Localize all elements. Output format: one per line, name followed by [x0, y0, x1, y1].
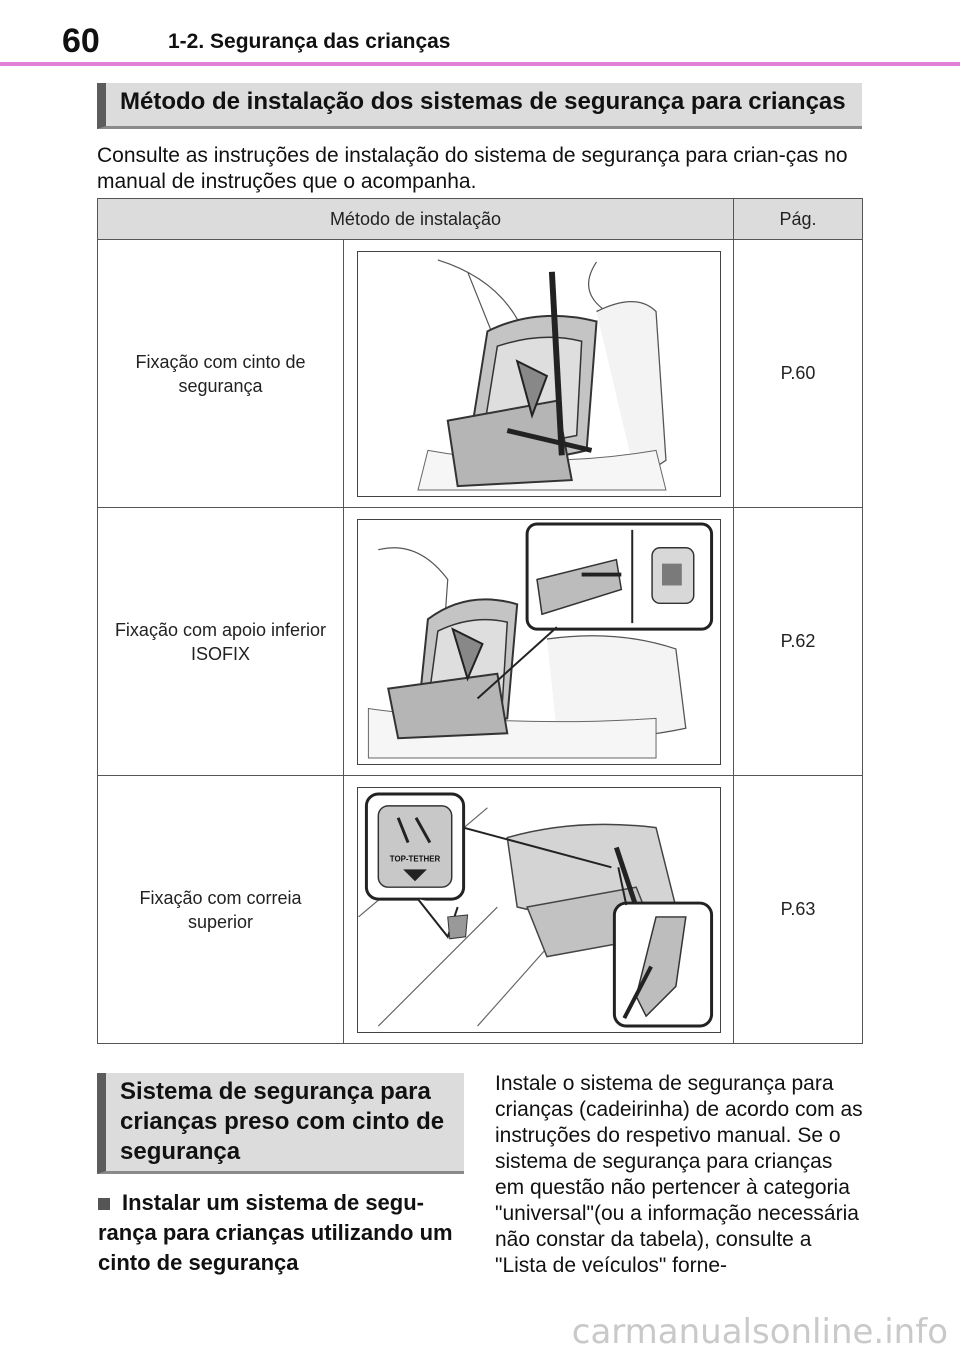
intro-paragraph: Consulte as instruções de instalação do … — [97, 144, 848, 193]
bullet-heading: Instalar um sistema de segu-rança para c… — [98, 1188, 458, 1278]
illustration-cell: TOP-TETHER — [343, 775, 734, 1044]
method-label: Fixação com cinto de segurança — [97, 239, 344, 508]
method-label: Fixação com correia superior — [97, 775, 344, 1044]
method-label: Fixação com apoio inferior ISOFIX — [97, 507, 344, 776]
page-reference: P.62 — [733, 507, 863, 776]
column-header-method: Método de instalação — [97, 198, 734, 240]
bullet-square-icon — [98, 1198, 110, 1211]
page-number: 60 — [62, 22, 100, 60]
table-row: Fixação com cinto de segurança P.60 — [97, 239, 863, 508]
installation-methods-table: Método de instalação Pág. Fixação com ci… — [97, 198, 863, 1044]
watermark: carmanualsonline.info — [571, 1312, 948, 1352]
section-title: 1-2. Segurança das crianças — [168, 30, 451, 53]
illustration-cell — [343, 507, 734, 776]
table-header-row: Método de instalação Pág. — [97, 198, 863, 240]
isofix-install-illustration — [356, 518, 721, 765]
column-header-page: Pág. — [733, 198, 863, 240]
table-row: Fixação com apoio inferior ISOFIX P.6 — [97, 507, 863, 776]
section-heading-installation-method: Método de instalação dos sistemas de seg… — [97, 83, 862, 129]
bullet-heading-text: Instalar um sistema de segu-rança para c… — [98, 1190, 453, 1275]
top-tether-label: TOP-TETHER — [389, 854, 440, 863]
section-heading-seat-belt-restraint: Sistema de segurança para crianças preso… — [97, 1073, 464, 1174]
page-reference: P.60 — [733, 239, 863, 508]
seat-belt-install-illustration — [356, 250, 721, 497]
install-instructions-paragraph: Instale o sistema de segurança para cria… — [495, 1072, 863, 1277]
header-divider — [0, 62, 960, 66]
top-tether-install-illustration: TOP-TETHER — [356, 786, 721, 1033]
illustration-cell — [343, 239, 734, 508]
table-row: Fixação com correia superior TOP-TETHER — [97, 775, 863, 1044]
page-reference: P.63 — [733, 775, 863, 1044]
